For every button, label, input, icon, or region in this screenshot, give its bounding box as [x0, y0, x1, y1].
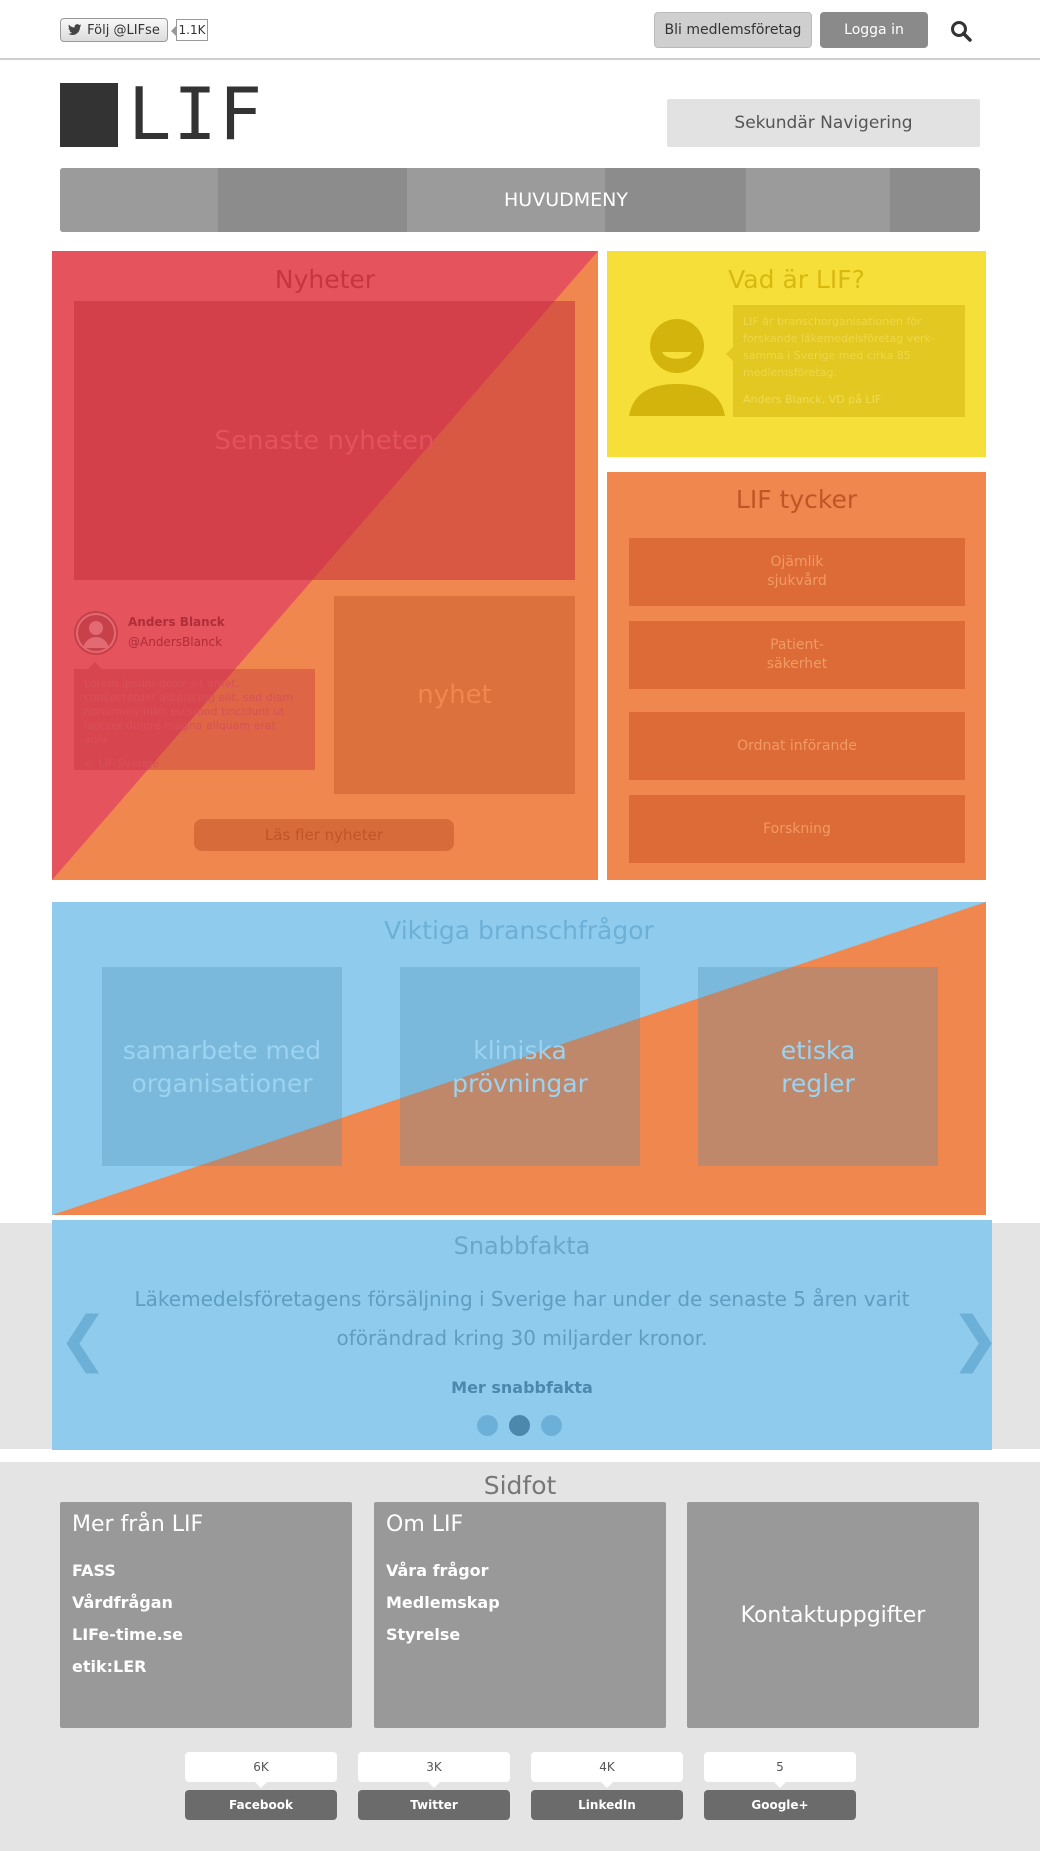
lif-tycker-title: LIF tycker [735, 484, 858, 514]
share-button-twitter[interactable]: Twitter [358, 1790, 510, 1820]
lif-tycker-section: LIF tycker Ojämlik sjukvård Patient- säk… [607, 472, 986, 880]
footer-link-etikler[interactable]: etik:LER [72, 1657, 147, 1676]
quick-facts-text: Läkemedelsföretagens försäljning i Sveri… [134, 1287, 910, 1350]
issue-card-samarbete[interactable]: samarbete med organisationer [102, 967, 342, 1166]
quote-author: Anders Blanck, VD på LIF [743, 393, 882, 406]
main-menu-segment[interactable] [746, 168, 890, 232]
footer-link-vardfragan[interactable]: Vårdfrågan [72, 1593, 173, 1612]
tycker-item-patientsakerhet[interactable]: Patient- säkerhet [629, 621, 965, 689]
tweet-author-handle[interactable]: @AndersBlanck [128, 635, 223, 649]
important-issues-title: Viktiga branschfrågor [384, 915, 654, 945]
footer-col-title: Om LIF [386, 1512, 464, 1537]
person-icon [629, 319, 725, 416]
share-button-facebook[interactable]: Facebook [185, 1790, 337, 1820]
footer-link-styrelse[interactable]: Styrelse [386, 1625, 461, 1644]
what-is-lif-section: Vad är LIF? LIF är branschorganisationen… [607, 251, 986, 457]
main-menu-label: HUVUDMENY [504, 189, 628, 211]
share-count-googleplus: 5 [704, 1752, 856, 1788]
news-title: Nyheter [274, 264, 376, 294]
carousel-dot[interactable] [477, 1415, 498, 1436]
user-avatar-icon [76, 613, 116, 653]
more-quick-facts-link[interactable]: Mer snabbfakta [451, 1377, 593, 1397]
carousel-dot-active[interactable] [509, 1415, 530, 1436]
main-menu-segment[interactable] [890, 168, 980, 232]
footer-link-fass[interactable]: FASS [72, 1561, 116, 1580]
news-section: Nyheter Senaste nyheten nyhet Anders Bla… [52, 251, 598, 880]
tweet-card: Lorem ipsum dolor sit amet, consectetuer… [74, 662, 315, 770]
footer-link-medlemskap[interactable]: Medlemskap [386, 1593, 500, 1612]
share-button-googleplus[interactable]: Google+ [704, 1790, 856, 1820]
main-menu-segment[interactable] [218, 168, 407, 232]
carousel-next-icon[interactable]: ❯ [950, 1304, 1001, 1374]
share-button-linkedin[interactable]: LinkedIn [531, 1790, 683, 1820]
issue-card-kliniska-provningar[interactable]: kliniska prövningar [400, 967, 640, 1166]
top-bar: Följ @LIFse 1.1K Bli medlemsföretag Logg… [0, 0, 1040, 60]
search-icon[interactable] [950, 20, 972, 42]
tycker-item-forskning[interactable]: Forskning [629, 795, 965, 863]
avatar [74, 611, 118, 655]
logo-mark[interactable] [60, 83, 118, 147]
share-count-facebook: 6K [185, 1752, 337, 1788]
issue-card-etiska-regler[interactable]: etiska regler [698, 967, 938, 1166]
news-item-card[interactable]: nyhet [334, 596, 575, 794]
main-menu-segment[interactable] [407, 168, 605, 232]
footer-col-about-lif: Om LIF Våra frågor Medlemskap Styrelse [374, 1502, 666, 1728]
quick-facts-section: Snabbfakta Läkemedelsföretagens försäljn… [52, 1220, 1000, 1450]
twitter-follow-button[interactable]: Följ @LIFse [60, 18, 168, 42]
tweet-meta: © LIF Sverige [84, 757, 160, 770]
footer-link-vara-fragor[interactable]: Våra frågor [386, 1561, 489, 1580]
footer-col-contact[interactable]: Kontaktuppgifter [687, 1502, 979, 1728]
quote-card: LIF är branschorganisationen för forskan… [726, 305, 965, 417]
main-menu-segment[interactable] [60, 168, 218, 232]
tweet-author-name[interactable]: Anders Blanck [128, 615, 225, 629]
footer-link-life-time[interactable]: LIFe-time.se [72, 1625, 184, 1644]
carousel-dot[interactable] [541, 1415, 562, 1436]
secondary-navigation[interactable]: Sekundär Navigering [667, 99, 980, 147]
share-count-twitter: 3K [358, 1752, 510, 1788]
more-news-button[interactable]: Läs fler nyheter [194, 819, 454, 851]
share-count-linkedin: 4K [531, 1752, 683, 1788]
tycker-item-ordnat-inforande[interactable]: Ordnat införande [629, 712, 965, 780]
tycker-item-ojamlik-sjukvard[interactable]: Ojämlik sjukvård [629, 538, 965, 606]
footer-col-title: Mer från LIF [72, 1512, 204, 1537]
what-is-lif-title: Vad är LIF? [728, 264, 865, 294]
carousel-prev-icon[interactable]: ❮ [58, 1304, 109, 1374]
follower-count: 1.1K [171, 19, 208, 41]
footer-title: Sidfot [483, 1470, 557, 1500]
main-menu-segment[interactable] [605, 168, 746, 232]
footer: Sidfot Mer från LIF FASS Vårdfrågan LIFe… [0, 1462, 1040, 1851]
tweet-text: Lorem ipsum dolor sit amet, consectetuer… [84, 677, 294, 746]
important-issues-section: Viktiga branschfrågor samarbete med orga… [52, 902, 986, 1215]
become-member-button[interactable]: Bli medlemsföretag [654, 12, 812, 48]
contact-info-label: Kontaktuppgifter [740, 1602, 926, 1628]
logo-text[interactable]: LIF [128, 72, 265, 156]
latest-news-card[interactable]: Senaste nyheten [74, 301, 575, 580]
twitter-bird-icon [68, 24, 82, 36]
login-button[interactable]: Logga in [820, 12, 928, 48]
quote-text: LIF är branschorganisationen för forskan… [743, 315, 935, 379]
follow-label: Följ @LIFse [87, 22, 160, 38]
quick-facts-title: Snabbfakta [453, 1232, 591, 1260]
main-menu[interactable]: HUVUDMENY [60, 168, 980, 232]
footer-col-more-from-lif: Mer från LIF FASS Vårdfrågan LIFe-time.s… [60, 1502, 352, 1728]
